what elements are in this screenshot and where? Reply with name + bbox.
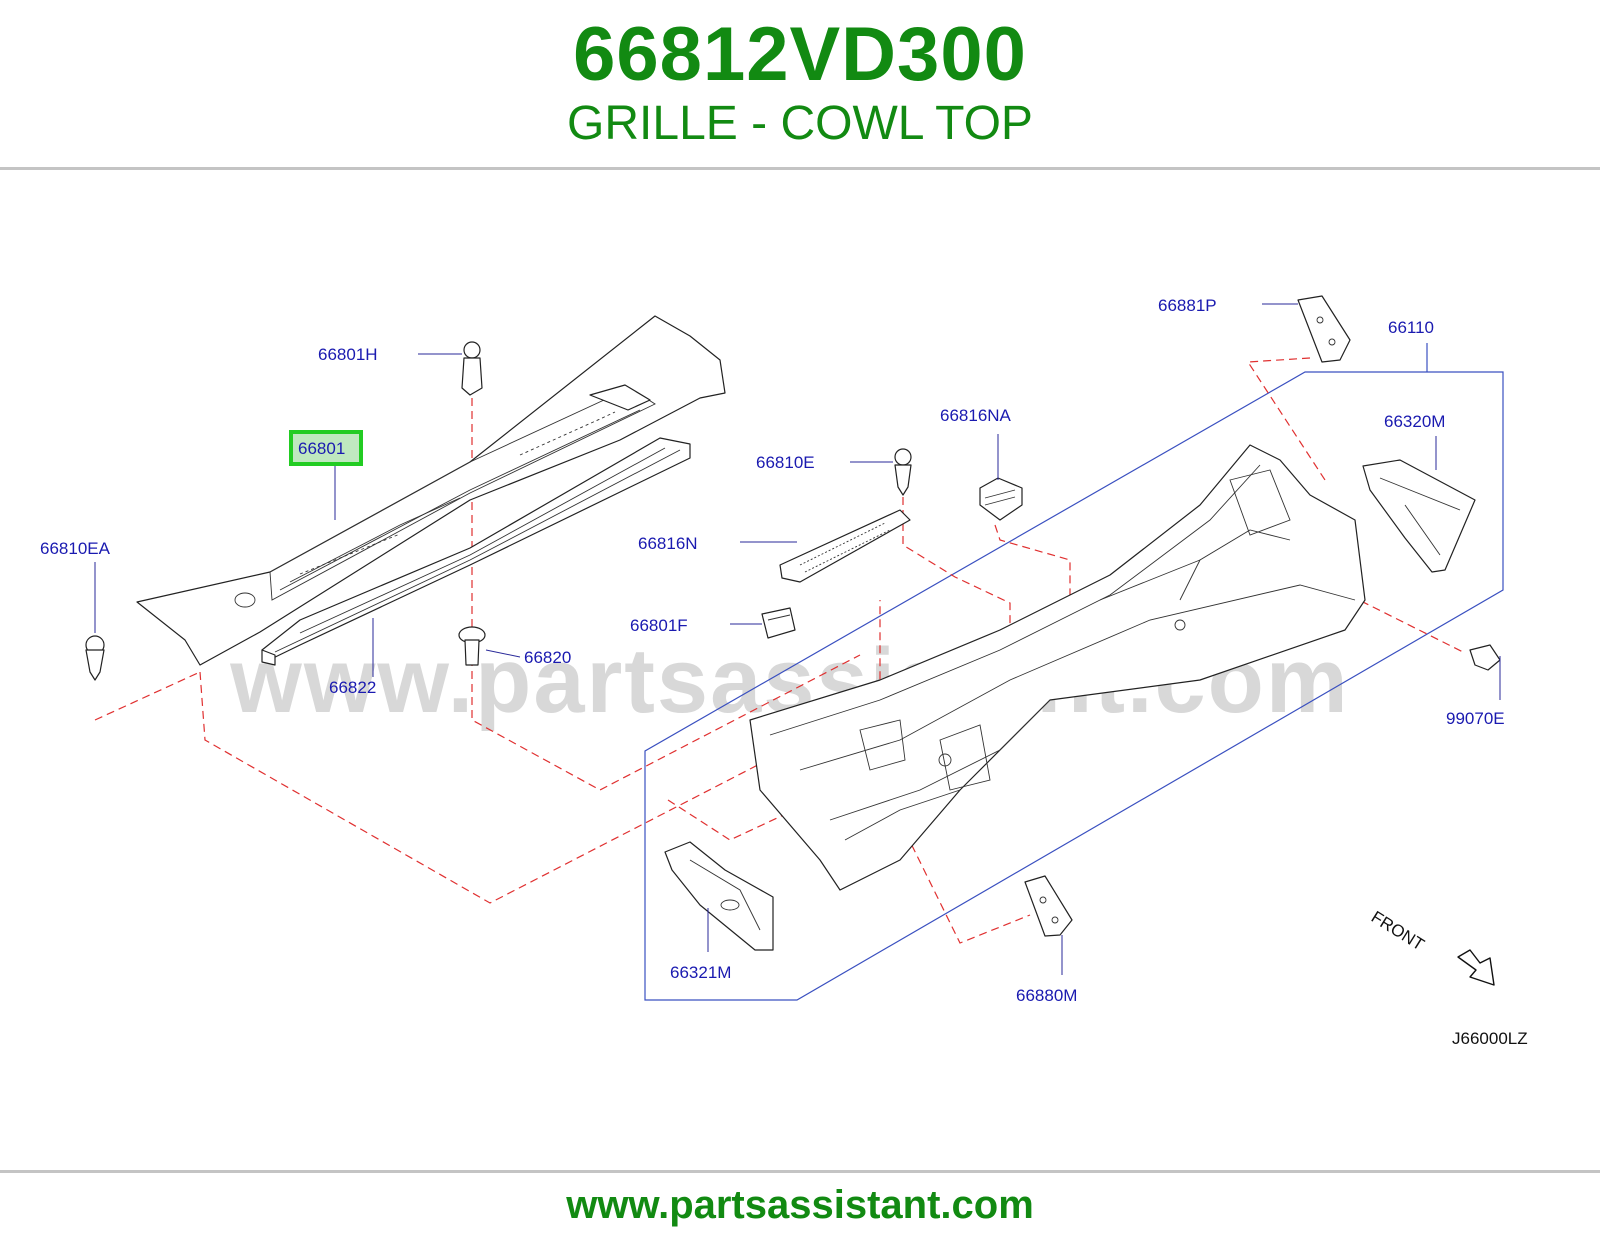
callout-66816NA[interactable]: 66816NA (940, 406, 1012, 425)
parts-diagram: www.partsassistant.com (40, 295, 1528, 1048)
callout-99070E[interactable]: 99070E (1446, 709, 1505, 728)
callout-leaders (94, 303, 1501, 975)
callout-66110[interactable]: 66110 (1388, 318, 1434, 337)
part-number-title: 66812VD300 (573, 12, 1027, 97)
bracket-66881P-part (1297, 295, 1351, 363)
callout-66880M[interactable]: 66880M (1016, 986, 1077, 1005)
grille-slots (299, 411, 616, 575)
footer-url[interactable]: www.partsassistant.com (566, 1183, 1034, 1227)
cowl-top-grille-part (136, 315, 726, 666)
callout-66801F[interactable]: 66801F (630, 616, 688, 635)
clip-66810EA (85, 635, 105, 681)
bracket-66321M-part (664, 841, 774, 951)
callout-66801H[interactable]: 66801H (318, 345, 378, 364)
grille-66816NA-part (979, 477, 1023, 521)
clip-66801H (461, 341, 483, 396)
callout-66810E[interactable]: 66810E (756, 453, 815, 472)
callout-highlight-box (289, 430, 363, 466)
assembly-66110-frame (644, 371, 1504, 1001)
dash-panel-assembly-part (749, 444, 1366, 891)
clip-66820 (458, 626, 486, 666)
clip-99070E (1469, 644, 1501, 671)
clip-66810E (894, 448, 912, 496)
callout-66820[interactable]: 66820 (524, 648, 571, 667)
callout-66321M[interactable]: 66321M (670, 963, 731, 982)
front-orientation-label: FRONT (1368, 907, 1428, 954)
header-divider (0, 167, 1600, 170)
front-arrow-icon (1457, 949, 1495, 986)
callout-66810EA[interactable]: 66810EA (40, 539, 111, 558)
callout-66801[interactable]: 66801 (298, 439, 345, 458)
grille-66816N-part (779, 509, 911, 583)
footer-divider (0, 1170, 1600, 1173)
part-name-subtitle: GRILLE - COWL TOP (567, 97, 1033, 150)
cowl-seal-strip-part (261, 437, 691, 666)
bracket-66320M-part (1362, 459, 1476, 573)
callout-66822[interactable]: 66822 (329, 678, 376, 697)
bracket-66880M-part (1024, 875, 1073, 937)
page-header: 66812VD300 GRILLE - COWL TOP (0, 0, 1600, 170)
callout-66816N[interactable]: 66816N (638, 534, 698, 553)
drawing-reference: J66000LZ (1452, 1029, 1528, 1048)
callout-66881P[interactable]: 66881P (1158, 296, 1217, 315)
callout-66320M[interactable]: 66320M (1384, 412, 1445, 431)
bumper-66801F-part (761, 607, 796, 639)
